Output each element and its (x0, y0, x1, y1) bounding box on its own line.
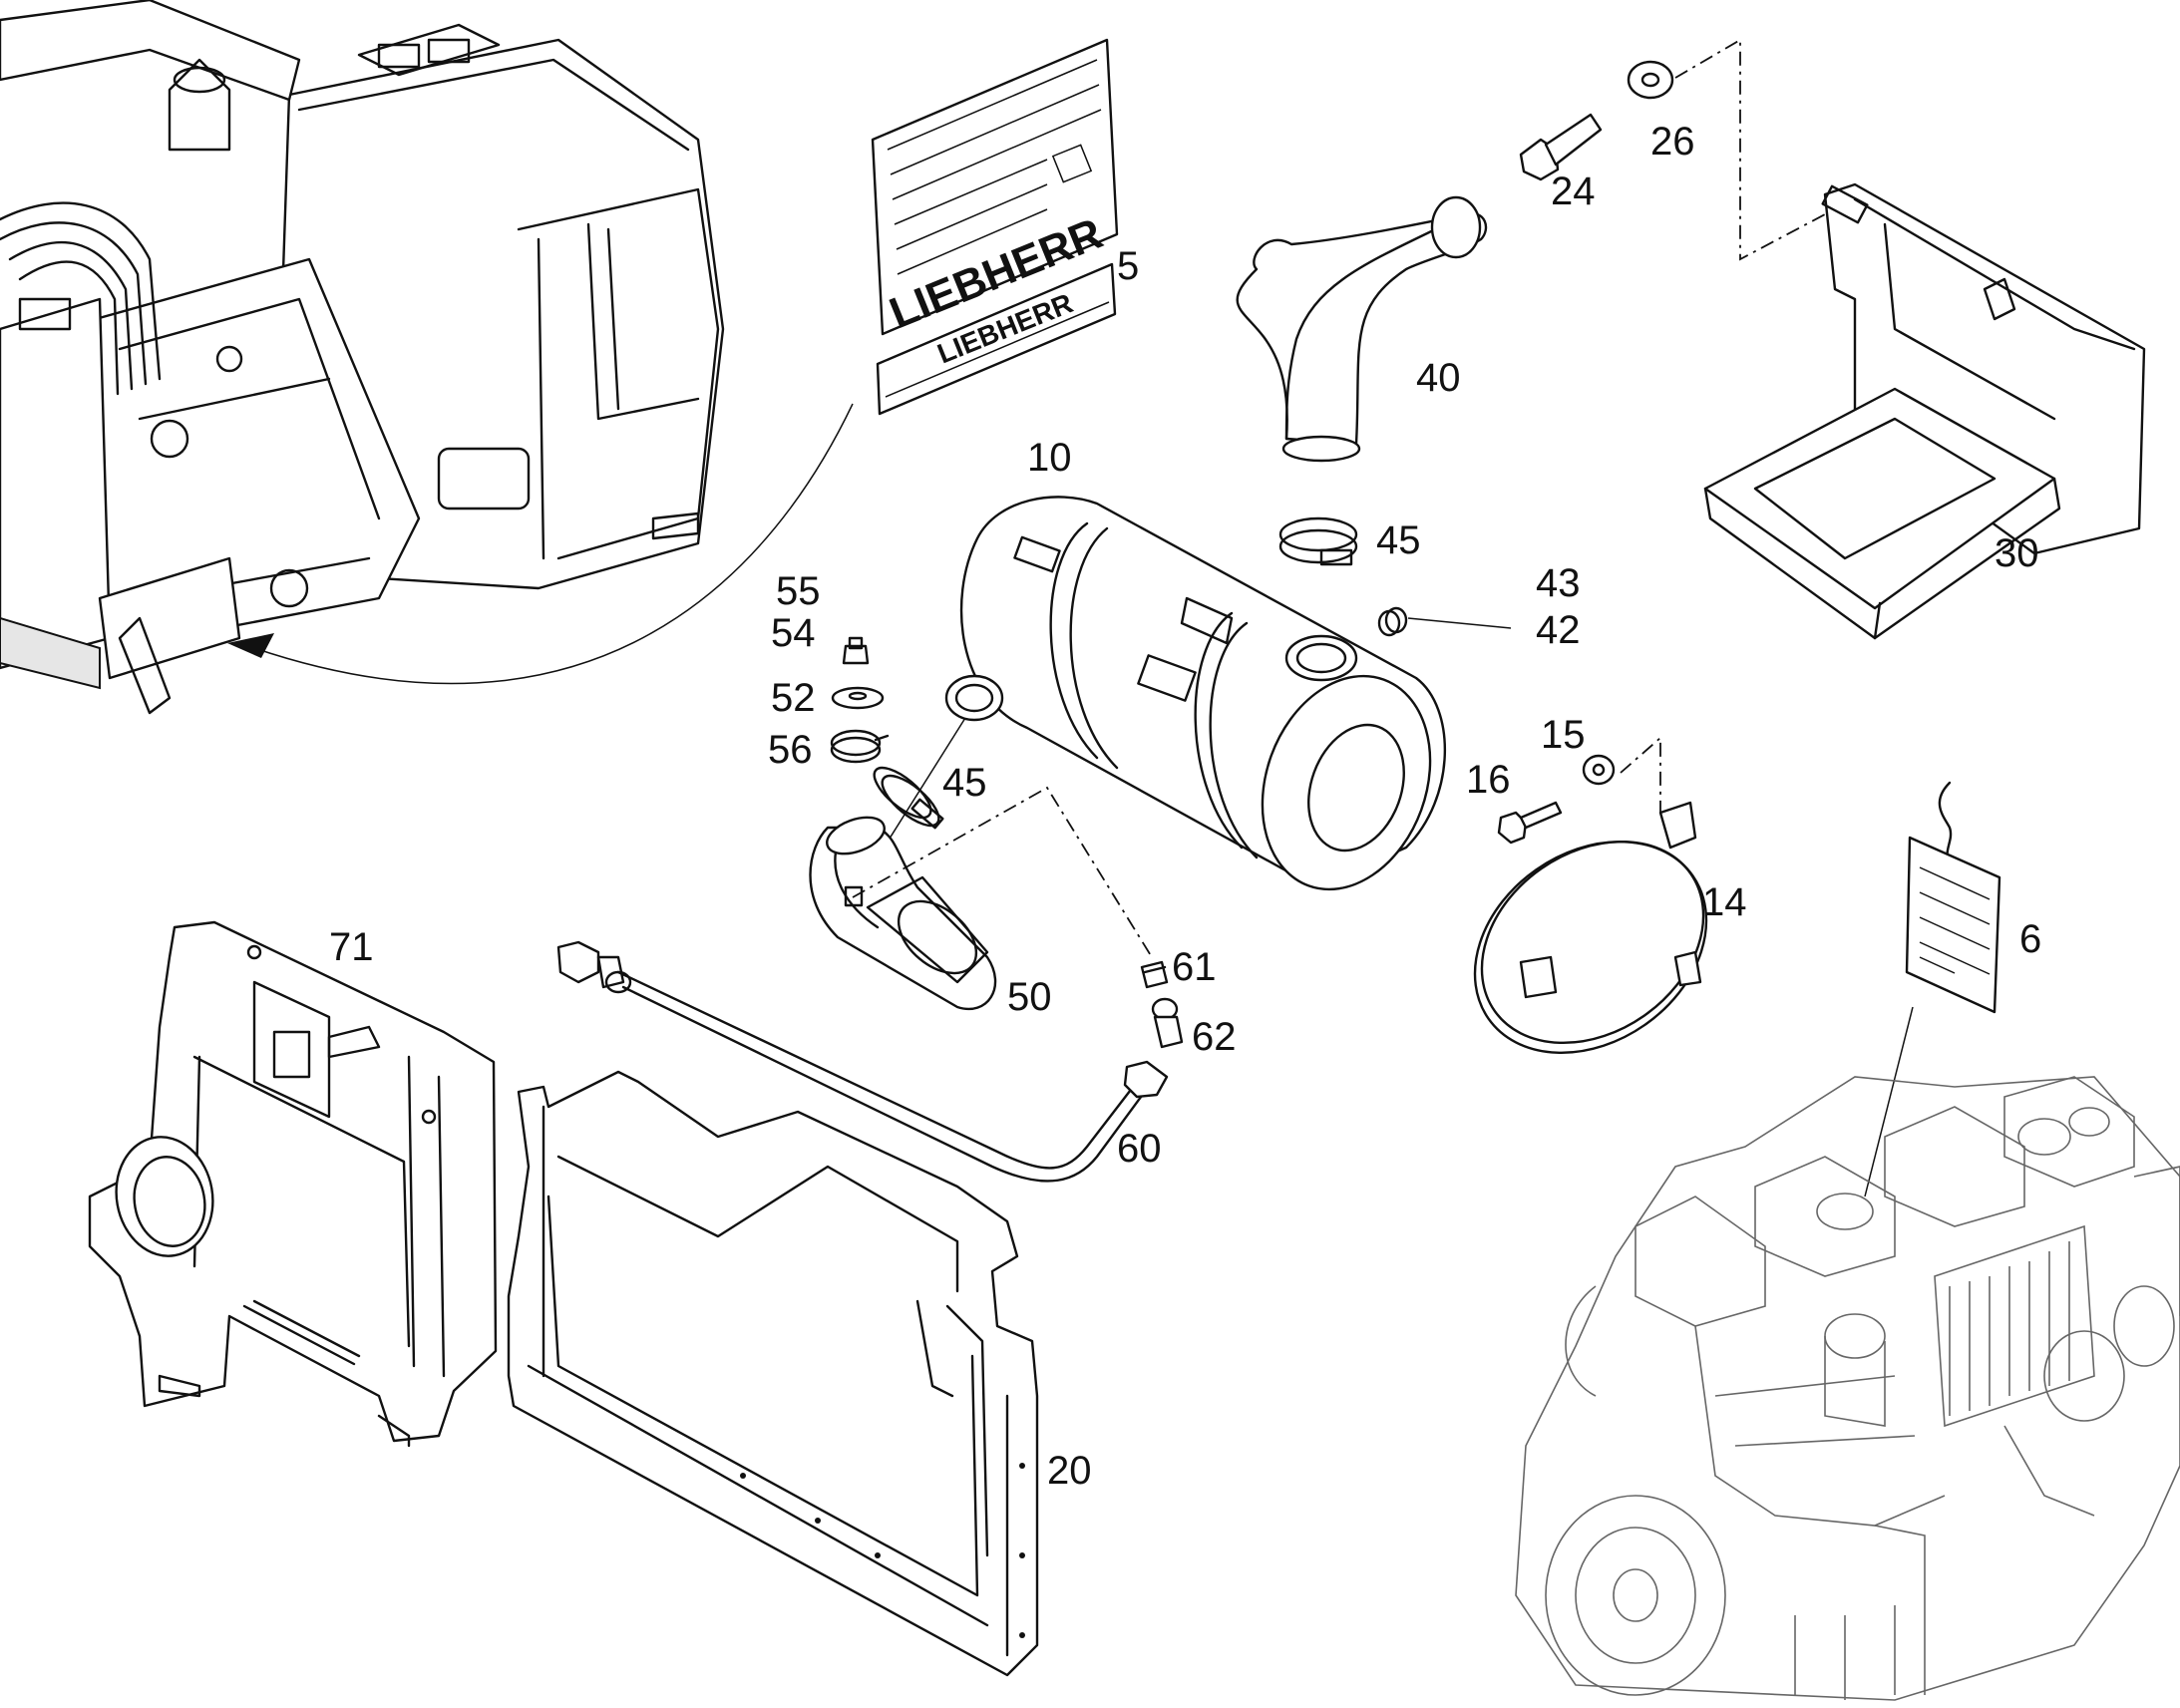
label-part-60: 60 (1117, 1127, 1162, 1171)
shroud-panel-71 (88, 920, 498, 1448)
sensor-tube-60 (556, 940, 1169, 1183)
bolt-24 (1519, 113, 1603, 181)
air-filter-housing-10 (944, 496, 1447, 891)
label-part-24: 24 (1551, 170, 1596, 213)
label-part-20: 20 (1047, 1449, 1092, 1493)
label-part-50: 50 (1007, 975, 1052, 1019)
leader-50-61 (852, 786, 1153, 958)
washer-52 (831, 686, 885, 710)
label-part-71: 71 (329, 925, 374, 969)
label-part-6: 6 (2019, 917, 2041, 961)
label-part-54: 54 (771, 611, 816, 655)
leader-24-26-30 (1674, 38, 1826, 261)
clamp-56 (830, 729, 890, 764)
label-part-45-top: 45 (1376, 518, 1421, 562)
fitting-61 (1140, 960, 1169, 989)
label-part-56: 56 (768, 728, 813, 772)
nameplate-5: LIEBHERR LIEBHERR (871, 38, 1119, 416)
tag-6 (1864, 781, 2001, 1197)
engine-overview (1515, 1076, 2180, 1701)
label-part-10: 10 (1027, 436, 1072, 480)
washer-26 (1627, 60, 1674, 100)
label-part-42: 42 (1536, 608, 1581, 652)
label-part-40: 40 (1416, 356, 1461, 400)
label-part-61: 61 (1172, 945, 1217, 989)
leader-10-50 (877, 717, 966, 858)
label-part-16: 16 (1466, 758, 1511, 802)
label-part-62: 62 (1192, 1015, 1237, 1059)
machine-cab-overview (0, 0, 854, 715)
callout-labels: 5 6 10 14 15 16 20 24 26 30 40 42 43 45 … (329, 120, 2041, 1493)
label-part-52: 52 (771, 676, 816, 720)
band-clamp-14 (1473, 801, 1708, 1055)
label-part-15: 15 (1541, 713, 1586, 757)
bolt-16 (1497, 801, 1563, 845)
air-hose-40 (1236, 195, 1488, 463)
fitting-42-43 (1377, 606, 1512, 637)
air-duct-panel-20 (507, 1070, 1039, 1677)
label-part-30: 30 (1995, 531, 2039, 575)
label-part-14: 14 (1702, 880, 1747, 924)
label-part-45-lower: 45 (942, 761, 987, 805)
label-part-5: 5 (1117, 244, 1139, 288)
washer-15 (1582, 754, 1616, 786)
hose-clamp-45-top (1278, 516, 1358, 566)
leader-15-14 (1620, 736, 1661, 813)
bracket-30 (1703, 182, 2146, 640)
plug-54 (842, 636, 870, 665)
label-part-43: 43 (1536, 561, 1581, 605)
intake-elbow-50 (809, 816, 997, 1010)
label-part-26: 26 (1650, 120, 1695, 164)
label-part-55: 55 (776, 569, 821, 613)
fitting-62 (1151, 997, 1184, 1049)
